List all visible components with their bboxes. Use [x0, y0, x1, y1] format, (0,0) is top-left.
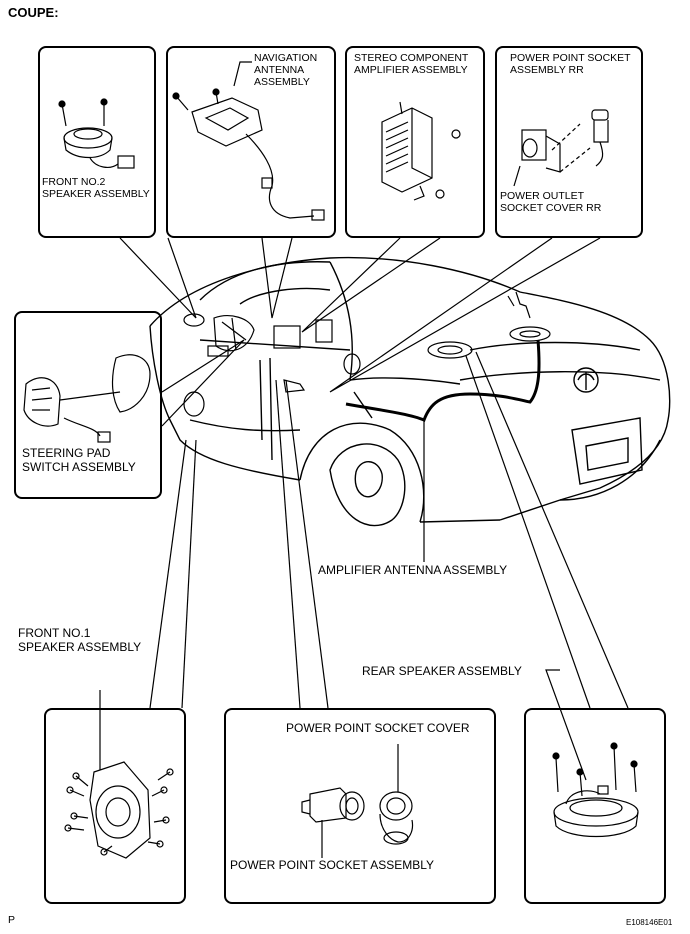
label-front-no2-speaker: FRONT NO.2 SPEAKER ASSEMBLY	[42, 176, 150, 200]
leader-lines	[119, 237, 629, 781]
figure-code: E108146E01	[626, 918, 673, 927]
diagram-title: COUPE:	[8, 5, 59, 20]
amplifier-antenna-cable	[345, 339, 541, 422]
label-amplifier-antenna: AMPLIFIER ANTENNA ASSEMBLY	[318, 563, 508, 577]
detail-box-front-no1-speaker	[44, 708, 186, 904]
car-components	[183, 291, 551, 417]
detail-box-front-no2-speaker	[38, 46, 156, 238]
power-point-rr-art	[513, 109, 609, 187]
detail-box-power-point-socket	[224, 708, 496, 904]
label-power-point-socket: POWER POINT SOCKET ASSEMBLY	[230, 858, 435, 872]
stereo-amplifier-art	[381, 101, 461, 201]
car-body	[149, 256, 671, 527]
front-no2-speaker-art	[58, 98, 135, 169]
steering-pad-art	[23, 354, 151, 443]
label-power-point-rr: POWER POINT SOCKET ASSEMBLY RR	[510, 52, 631, 76]
front-no1-speaker-art	[64, 690, 174, 859]
detail-box-power-point-rr	[495, 46, 643, 238]
detail-box-steering-pad	[14, 311, 162, 499]
rear-speaker-art	[552, 742, 639, 838]
detail-box-rear-speaker	[524, 708, 666, 904]
label-front-no1-speaker: FRONT NO.1 SPEAKER ASSEMBLY	[18, 626, 142, 654]
label-power-point-socket-cover: POWER POINT SOCKET COVER	[286, 721, 470, 735]
label-steering-pad: STEERING PAD SWITCH ASSEMBLY	[22, 446, 136, 474]
label-rear-speaker: REAR SPEAKER ASSEMBLY	[362, 664, 522, 678]
power-point-socket-art	[301, 744, 414, 858]
page-mark: P	[8, 914, 16, 926]
detail-box-stereo-amplifier	[345, 46, 485, 238]
label-navigation-antenna: NAVIGATION ANTENNA ASSEMBLY	[254, 52, 318, 88]
navigation-antenna-art	[172, 61, 325, 221]
detail-box-navigation-antenna	[166, 46, 336, 238]
label-power-outlet-cover-rr: POWER OUTLET SOCKET COVER RR	[500, 190, 602, 214]
label-stereo-amplifier: STEREO COMPONENT AMPLIFIER ASSEMBLY	[354, 52, 469, 76]
